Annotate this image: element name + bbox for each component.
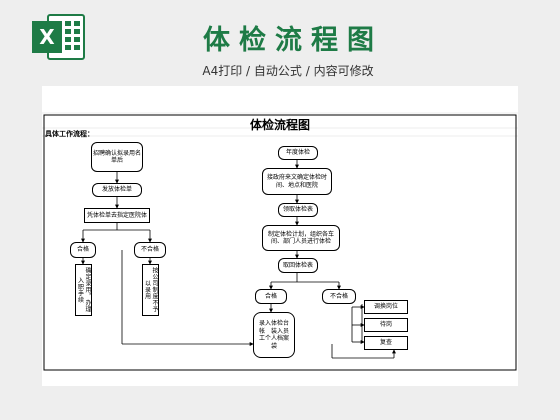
node-left-pass: 合格 (70, 242, 96, 258)
sheet-title: 体检流程图 (249, 118, 310, 132)
node-collect-form: 领取体检表 (278, 203, 318, 217)
sheet-gridlines (42, 112, 518, 137)
node-issue-form: 发放体检单 (92, 183, 142, 197)
node-right-fail: 不合格 (322, 289, 356, 304)
node-gov-notice: 接政府来文确定体检时间、地点和医院 (262, 168, 332, 195)
node-left-fail: 不合格 (134, 242, 166, 258)
node-exam-plan: 制定体检计划，组织各车间、部门人员进行体检 (262, 225, 340, 251)
svg-text:X: X (39, 25, 55, 49)
node-transfer: 调换岗位 (364, 300, 408, 314)
node-hire-result: 确定录用，办理入职手续 (75, 264, 92, 316)
node-return-form: 取回体检表 (278, 258, 318, 273)
node-hiring-confirm: 招聘确认拟录用名单后 (91, 142, 143, 172)
node-recheck: 复查 (364, 336, 408, 350)
excel-icon: X (32, 14, 85, 60)
spreadsheet-sheet: 体检流程图 具体工作流程： 招聘确认拟录用名单后 发放体检单 凭体检单去指定医院… (42, 86, 518, 386)
node-hospital-exam: 凭体检单去指定医院体 (84, 208, 150, 223)
banner-subtitle: A4打印 / 自动公式 / 内容可修改 (202, 64, 374, 78)
node-standby: 待岗 (364, 318, 408, 332)
node-reject-result: 按公司制度不予以录用 (142, 264, 159, 316)
node-right-pass: 合格 (255, 289, 287, 304)
flowchart-connectors (42, 112, 518, 371)
banner: X 体检流程图 A4打印 / 自动公式 / 内容可修改 (0, 0, 560, 86)
banner-title: 体检流程图 (203, 25, 383, 56)
section-label: 具体工作流程： (45, 130, 94, 138)
node-archive: 录入体检台帐 装入员工个人档案袋 (253, 312, 295, 358)
node-annual-exam: 年度体检 (278, 146, 318, 160)
flowchart-border (43, 114, 517, 371)
